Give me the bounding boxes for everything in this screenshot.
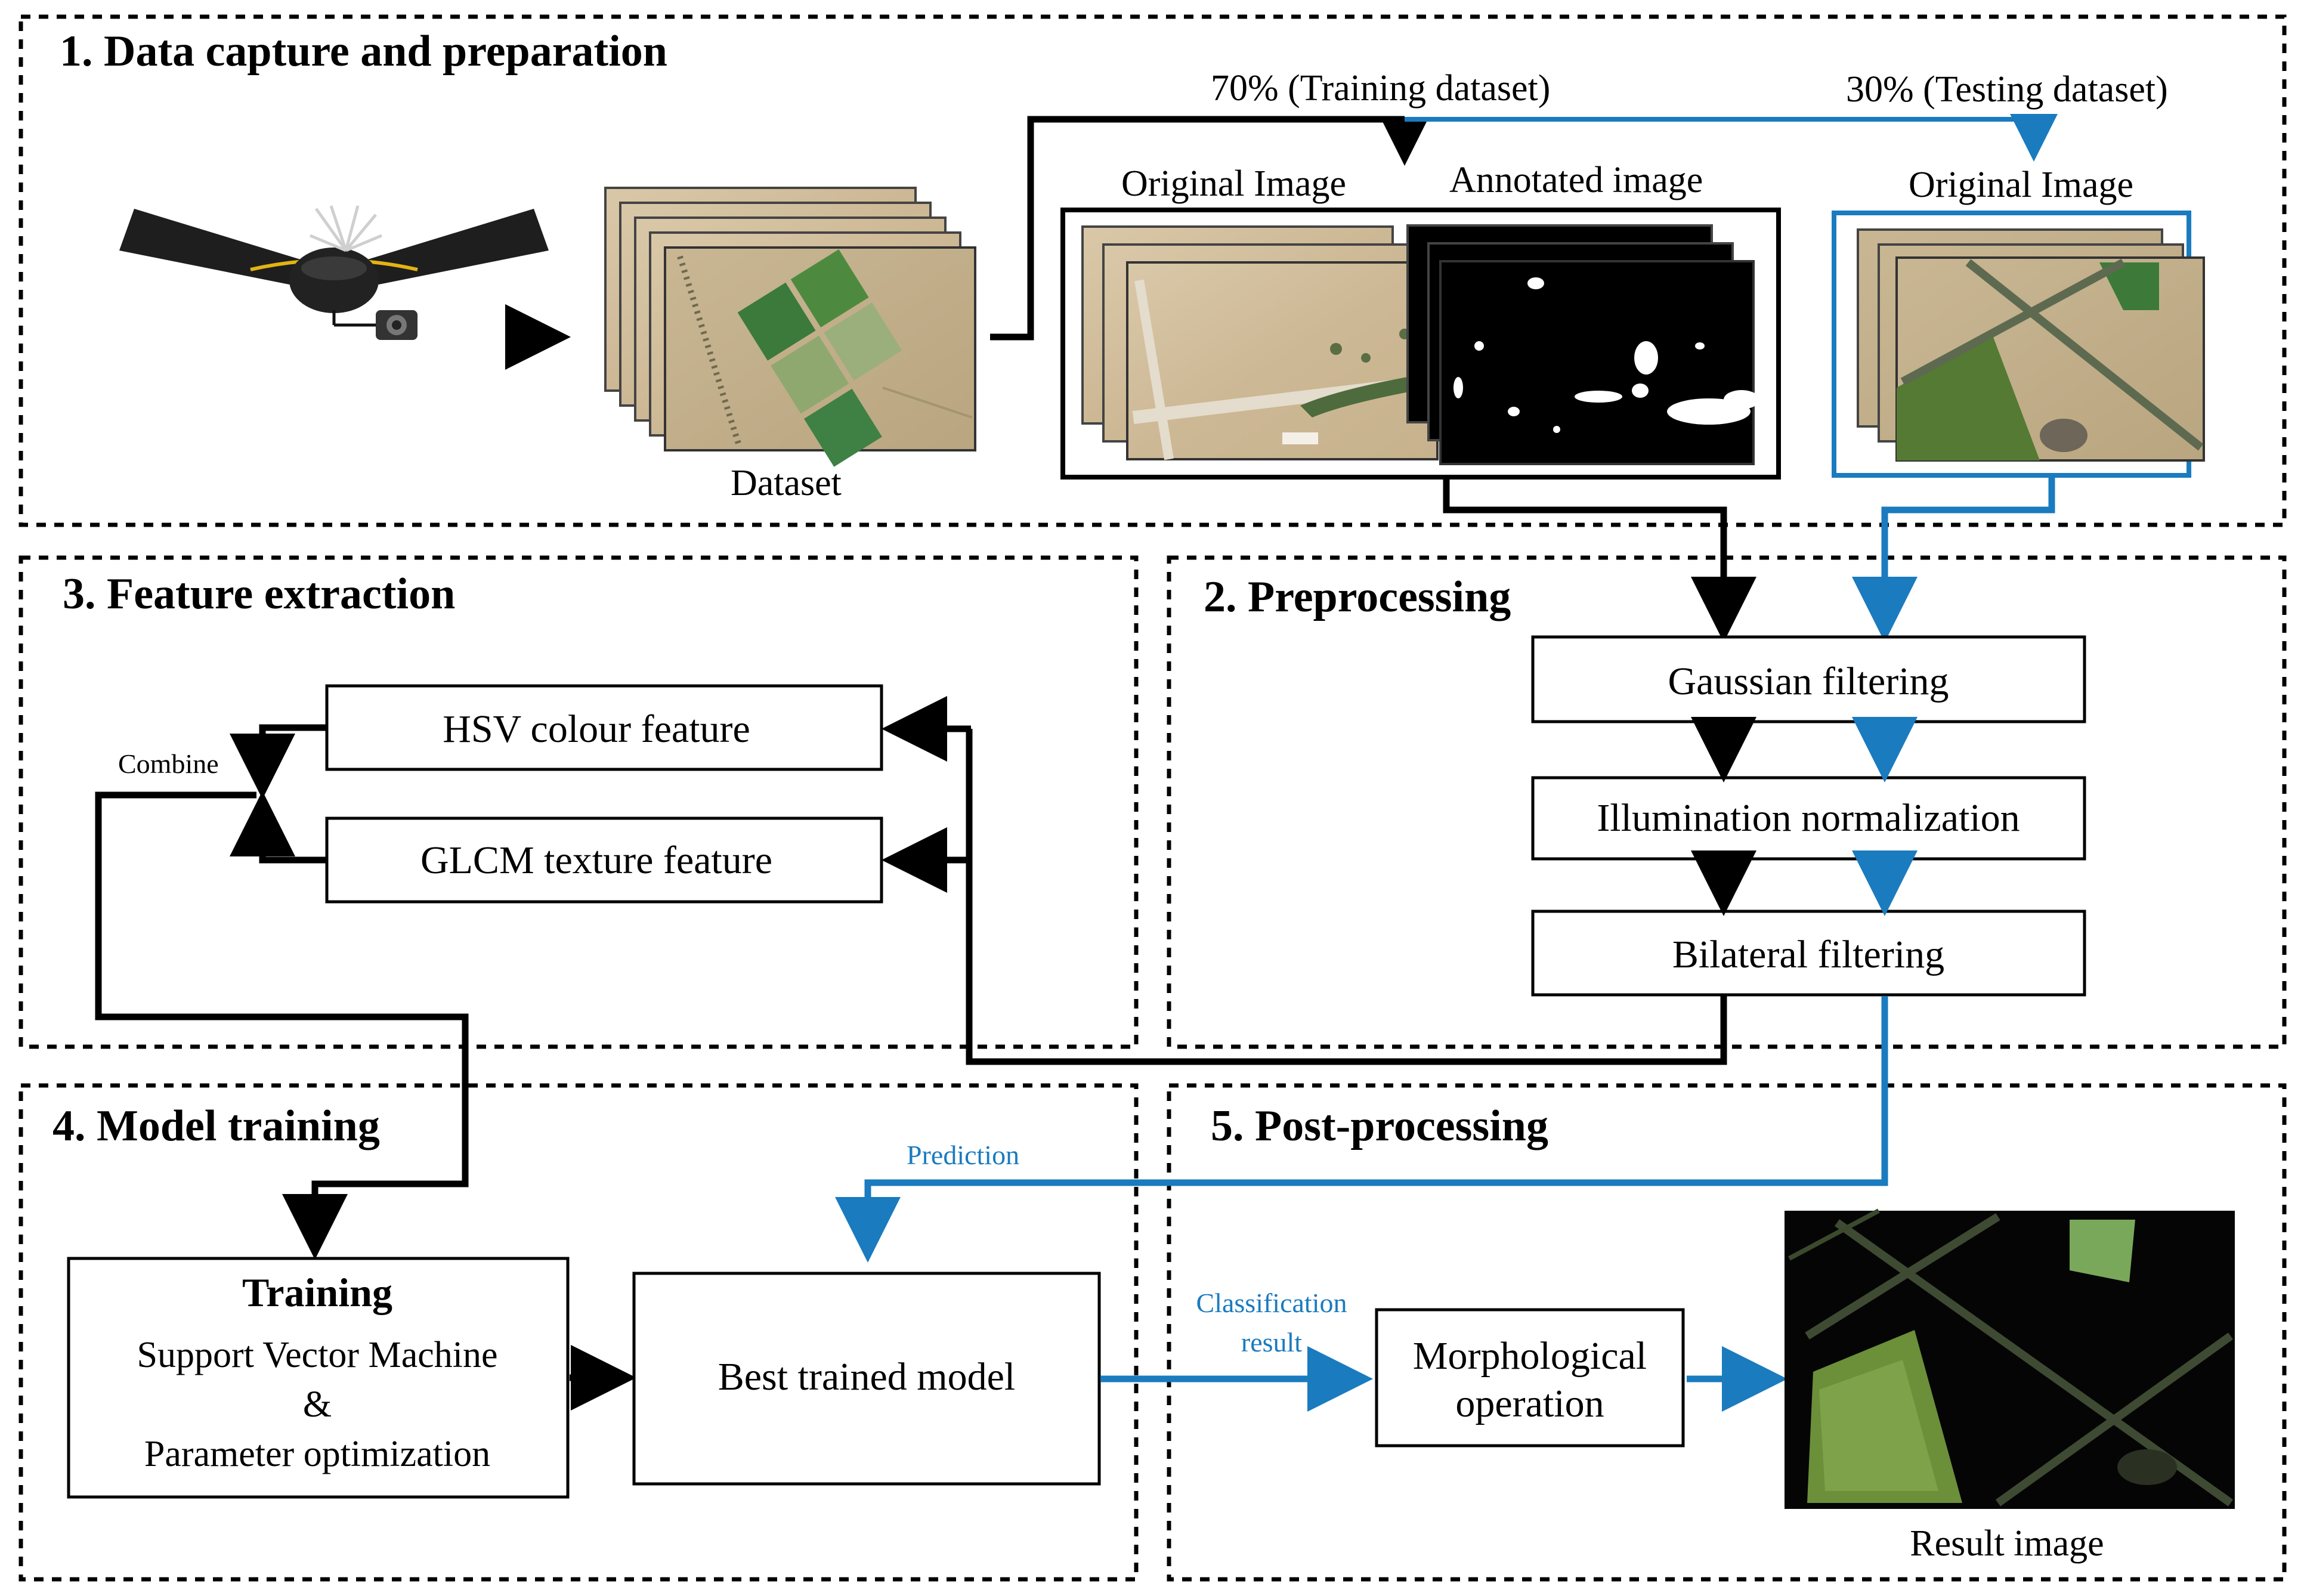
hsv-to-combine-arrow	[230, 724, 326, 799]
combine-label: Combine	[118, 748, 219, 779]
section-4-frame	[18, 1083, 1139, 1582]
original-training-images	[1081, 225, 1439, 460]
gaussian-filtering-box: Gaussian filtering	[1531, 635, 2086, 723]
best-trained-model-label: Best trained model	[718, 1355, 1016, 1399]
training-split-label: 70% (Training dataset)	[1211, 68, 1550, 109]
bilateral-filtering-label: Bilateral filtering	[1672, 933, 1944, 976]
training-image-frame	[1060, 208, 1781, 480]
section-1-frame	[18, 14, 2287, 527]
result-image-label: Result image	[1910, 1523, 2104, 1564]
morphological-operation-label-1: Morphological	[1413, 1334, 1647, 1378]
original-testing-images	[1857, 228, 2205, 462]
gaussian-filtering-label: Gaussian filtering	[1668, 660, 1949, 703]
glcm-to-combine-arrow	[230, 791, 326, 864]
dataset-label: Dataset	[731, 463, 842, 503]
training-title: Training	[242, 1270, 392, 1315]
testing-split-label: 30% (Testing dataset)	[1846, 69, 2168, 110]
section-2-title: 2. Preprocessing	[1204, 573, 1511, 621]
training-svm-label: Support Vector Machine	[137, 1335, 498, 1375]
prediction-arrow	[835, 996, 1888, 1263]
section-5-frame	[1167, 1083, 2287, 1582]
illumination-normalization-label: Illumination normalization	[1597, 796, 2020, 840]
bilateral-filtering-box: Bilateral filtering	[1531, 910, 2086, 997]
morphological-operation-box: Morphological operation	[1375, 1308, 1685, 1447]
morphological-operation-label-2: operation	[1455, 1382, 1604, 1425]
classification-result-label-1: Classification	[1196, 1288, 1347, 1318]
original-image-train-label: Original Image	[1121, 163, 1346, 204]
train-to-preprocess-arrow	[1443, 477, 1756, 642]
illumination-normalization-box: Illumination normalization	[1531, 776, 2086, 861]
prediction-label: Prediction	[907, 1140, 1019, 1170]
training-param-opt-label: Parameter optimization	[144, 1434, 490, 1474]
section-1-title: 1. Data capture and preparation	[60, 27, 667, 76]
section-4-title: 4. Model training	[52, 1102, 380, 1150]
section-3-title: 3. Feature extraction	[63, 570, 455, 618]
hsv-colour-feature-box: HSV colour feature	[325, 684, 883, 771]
dataset-image-stack	[604, 187, 976, 467]
training-box: Training Support Vector Machine & Parame…	[67, 1257, 570, 1499]
test-split-arrow	[1405, 114, 2058, 162]
glcm-texture-feature-box: GLCM texture feature	[325, 816, 883, 904]
training-ampersand-label: &	[303, 1384, 332, 1425]
section-3-frame	[18, 555, 1139, 1049]
best-trained-model-box: Best trained model	[632, 1272, 1101, 1486]
hsv-colour-feature-label: HSV colour feature	[443, 707, 750, 751]
section-5-title: 5. Post-processing	[1211, 1102, 1548, 1150]
original-image-test-label: Original Image	[1909, 165, 2133, 205]
classification-result-label-2: result	[1241, 1327, 1302, 1357]
test-to-preprocess-arrow	[1852, 477, 2055, 642]
drone-icon	[119, 205, 549, 340]
split-black-path	[990, 116, 1405, 341]
result-image	[1785, 1208, 2235, 1509]
combine-to-training-path	[95, 791, 469, 1260]
annotated-image-label: Annotated image	[1449, 160, 1703, 200]
annotated-images	[1406, 224, 1759, 465]
bilateral-to-features-path	[966, 729, 1727, 1065]
glcm-texture-feature-label: GLCM texture feature	[420, 839, 772, 882]
